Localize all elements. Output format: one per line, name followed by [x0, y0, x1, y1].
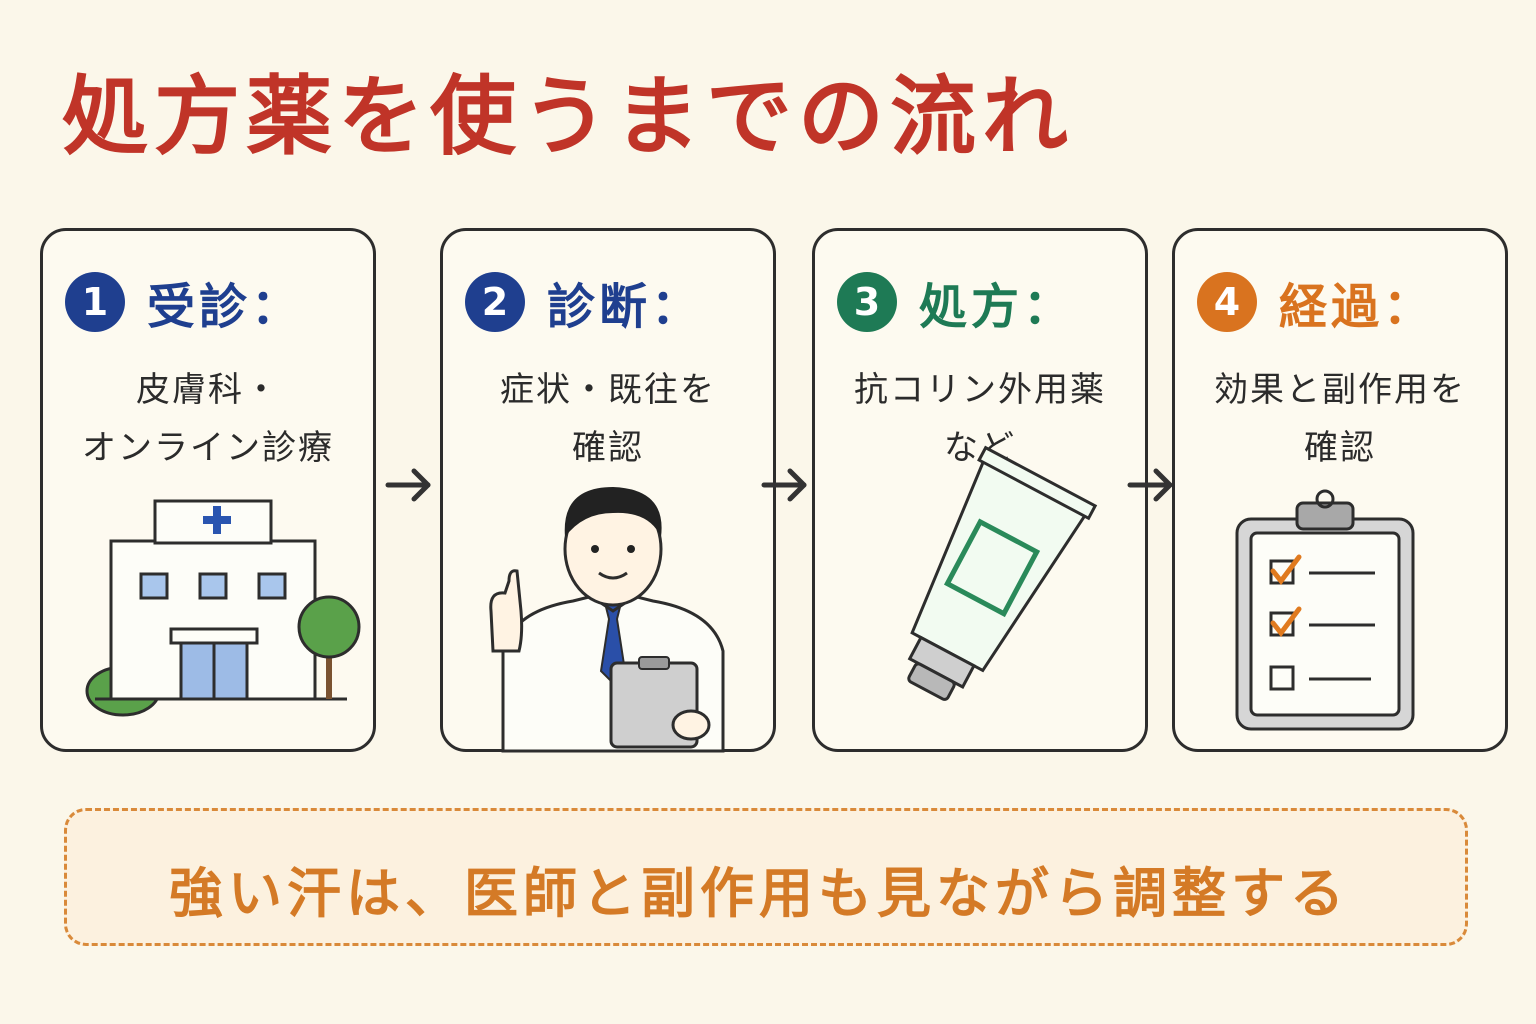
step-title: 処方： [919, 279, 1076, 335]
step-desc-line: 確認 [1304, 428, 1376, 468]
step-card-1: 1 受診： 皮膚科・ オンライン診療 [40, 228, 376, 752]
step-card-3: 3 処方： 抗コリン外用薬 など [812, 228, 1148, 752]
arrow-right-icon [1127, 468, 1173, 502]
step-desc-line: 効果と副作用を [1214, 370, 1466, 410]
step-title: 診断： [547, 279, 704, 335]
step-title: 受診： [147, 279, 304, 335]
doctor-icon [489, 487, 725, 753]
step-desc-line: 症状・既往を [500, 370, 716, 410]
step-number-badge: 2 [465, 272, 525, 332]
step-number-badge: 3 [837, 272, 897, 332]
arrow-right-icon [761, 468, 807, 502]
clipboard-checklist-icon [1235, 489, 1415, 731]
step-number-badge: 4 [1197, 272, 1257, 332]
step-title: 経過： [1279, 279, 1436, 335]
step-desc-line: 確認 [572, 428, 644, 468]
arrow-right-icon [385, 468, 431, 502]
step-card-2: 2 診断： 症状・既往を 確認 [440, 228, 776, 753]
ointment-tube-icon [907, 445, 1098, 701]
note-box: 強い汗は、医師と副作用も見ながら調整する [64, 808, 1468, 946]
step-number-badge: 1 [65, 272, 125, 332]
step-card-4: 4 経過： 効果と副作用を 確認 [1172, 228, 1508, 752]
step-desc-line: 皮膚科・ [136, 370, 280, 410]
note-text: 強い汗は、医師と副作用も見ながら調整する [169, 862, 1349, 925]
step-desc-line: 抗コリン外用薬 [854, 370, 1106, 410]
hospital-icon [85, 499, 361, 717]
step-desc-line: オンライン診療 [82, 428, 334, 468]
page-title: 処方薬を使うまでの流れ [62, 67, 1074, 167]
